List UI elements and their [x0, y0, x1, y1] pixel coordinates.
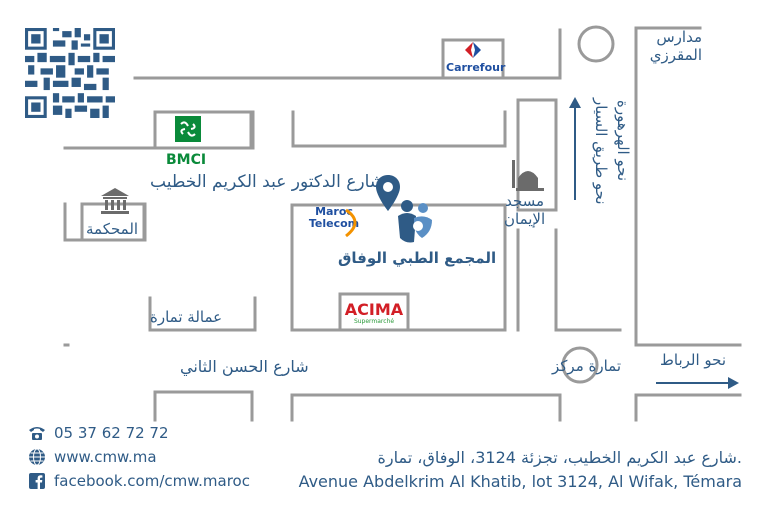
roundabout-icon: [561, 346, 599, 384]
facebook-icon: [28, 472, 46, 490]
street-hassan-label: شارع الحسن الثاني: [180, 357, 309, 376]
carrefour-label: Carrefour: [446, 61, 506, 74]
to-harhoura-label: نحو الهرهورة: [614, 100, 632, 182]
globe-icon: [28, 448, 46, 466]
facebook-link[interactable]: facebook.com/cmw.maroc: [54, 472, 250, 490]
phone-icon: [28, 424, 46, 442]
arrow-up-icon: [569, 97, 581, 200]
acima-logo: ACIMA Supermarché: [342, 300, 406, 326]
maroc-telecom-line2: Telecom: [308, 217, 360, 230]
via-highway-label: نحو طريق السيار: [592, 98, 610, 205]
to-rabat-label: نحو الرباط: [660, 351, 727, 369]
phone-contact: 05 37 62 72 72: [28, 424, 169, 442]
address-arabic: شارع عبد الكريم الخطيب، تجزئة 3124، الوف…: [377, 448, 743, 467]
carrefour-logo-icon: [465, 42, 481, 58]
roundabout-icon: [577, 25, 615, 63]
arrow-right-icon: [656, 377, 739, 389]
address-french: Avenue Abdelkrim Al Khatib, lot 3124, Al…: [298, 472, 742, 491]
mosque-icon: [512, 160, 544, 191]
clinic-label: المجمع الطبي الوفاق: [338, 249, 497, 267]
bank-building-icon: [101, 188, 129, 214]
qr-code-icon: [25, 28, 115, 118]
prefecture-label: عمالة تمارة: [150, 308, 223, 326]
facebook-contact[interactable]: facebook.com/cmw.maroc: [28, 472, 250, 490]
website-link[interactable]: www.cmw.ma: [54, 448, 157, 466]
maroc-telecom-line1: Maroc: [315, 205, 353, 218]
acima-label: ACIMA: [344, 300, 404, 319]
maroc-telecom-logo: Maroc Telecom: [306, 206, 362, 240]
family-logo-icon: [398, 200, 432, 243]
temara-center-label: تمارة مركز: [552, 357, 622, 375]
bmci-logo-icon: [175, 116, 201, 142]
map-pin-icon: [376, 175, 400, 211]
street-khatib-label: شارع الدكتور عبد الكريم الخطيب: [150, 172, 384, 192]
website-contact[interactable]: www.cmw.ma: [28, 448, 157, 466]
bmci-label: BMCI: [166, 152, 207, 168]
court-label: المحكمة: [86, 220, 139, 238]
telecom-swoosh-icon: [345, 208, 357, 238]
acima-sub-label: Supermarché: [353, 318, 395, 325]
phone-text: 05 37 62 72 72: [54, 424, 169, 442]
schools-label: مدارس المقرزي: [649, 28, 702, 64]
mosque-label: مسجد الإيمان: [504, 192, 546, 228]
